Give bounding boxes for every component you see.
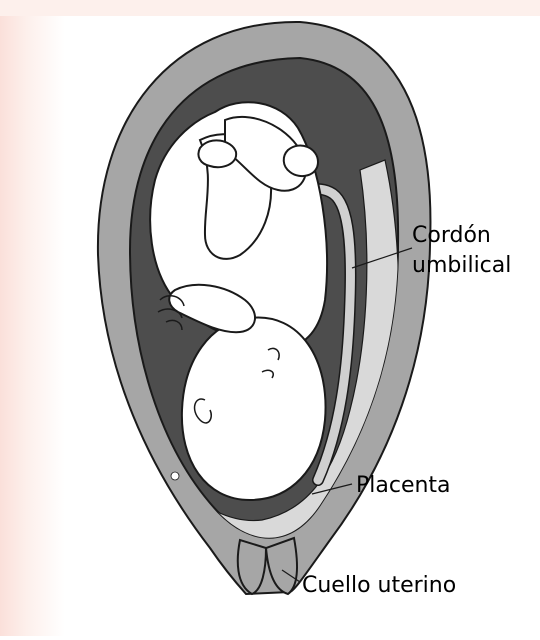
fetus-head-highlight (171, 472, 179, 480)
top-tint (0, 0, 540, 16)
label-cervix: Cuello uterino (302, 573, 456, 598)
label-placenta: Placenta (356, 473, 451, 498)
label-cord-line1: Cordón (412, 223, 491, 248)
fetus-foot-right (284, 146, 318, 177)
fetus-foot-left (198, 140, 236, 167)
label-cord-line2: umbilical (412, 253, 511, 278)
fetus-head (182, 317, 326, 500)
